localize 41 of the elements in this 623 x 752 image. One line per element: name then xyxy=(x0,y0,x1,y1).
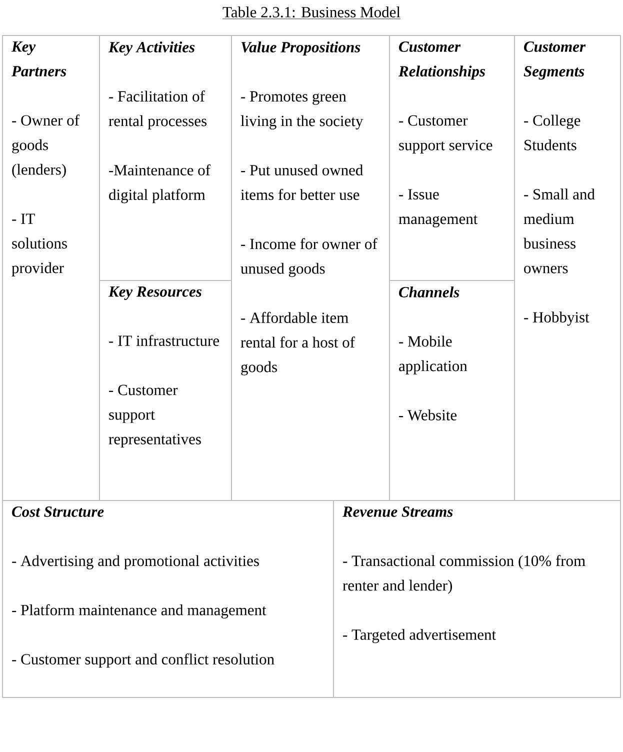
bullet-item: - Issue management xyxy=(398,189,478,228)
table-title: Table 2.3.1: Business Model xyxy=(222,6,401,20)
cell-heading: Key Resources xyxy=(108,286,202,300)
bullet-item: - College Students xyxy=(524,114,580,150)
bullet-item: - Customer support representatives xyxy=(108,384,201,448)
canvas-cell xyxy=(2,35,100,501)
bullet-item: - Put unused owned items for better use xyxy=(240,164,363,200)
bullet-item: -Maintenance of digital platform xyxy=(109,164,210,204)
bullet-item: - Promotes green living in the society xyxy=(240,91,364,130)
cell-heading: Channels xyxy=(399,286,460,298)
canvas-cell xyxy=(99,35,232,281)
canvas-cell xyxy=(2,500,334,698)
canvas-cell xyxy=(389,35,515,281)
bullet-item: - Customer support service xyxy=(399,115,492,154)
canvas-cell xyxy=(231,35,390,501)
canvas-cell xyxy=(99,280,232,501)
cell-heading: Cost Structure xyxy=(12,506,104,517)
bullet-item: - Customer support and conflict resolution xyxy=(12,653,274,668)
bullet-item: - Small and medium business owners xyxy=(524,188,595,274)
canvas-cell xyxy=(389,280,515,501)
cell-heading: Customer Relationships xyxy=(398,42,486,80)
bullet-item: - Advertising and promotional activities xyxy=(12,555,259,570)
bullet-item: - Hobbyist xyxy=(524,312,590,326)
cell-heading: Key Activities xyxy=(108,42,195,56)
bullet-item: - Mobile application xyxy=(399,336,468,374)
bullet-item: - Website xyxy=(399,410,457,420)
bullet-item: - Transactional commission (10% from renter and lender) xyxy=(342,555,586,594)
bullet-item: - Platform maintenance and management xyxy=(12,604,266,618)
bullet-item: - Affordable item rental for a host of goods xyxy=(240,312,355,376)
canvas-cell xyxy=(333,500,621,698)
cell-heading: Value Propositions xyxy=(241,42,360,56)
bullet-item: - Owner of goods (lenders) xyxy=(12,114,80,178)
cell-heading: Revenue Streams xyxy=(342,506,453,517)
bullet-item: - Facilitation of rental processes xyxy=(108,90,206,130)
bullet-item: - Targeted advertisement xyxy=(343,629,496,644)
bullet-item: - IT solutions provider xyxy=(12,214,67,276)
bullet-item: - IT infrastructure xyxy=(109,334,219,346)
canvas-cell xyxy=(514,35,621,501)
cell-heading: Customer Segments xyxy=(524,42,586,80)
cell-heading: Key Partners xyxy=(11,42,66,76)
bullet-item: - Income for owner of unused goods xyxy=(240,238,378,277)
